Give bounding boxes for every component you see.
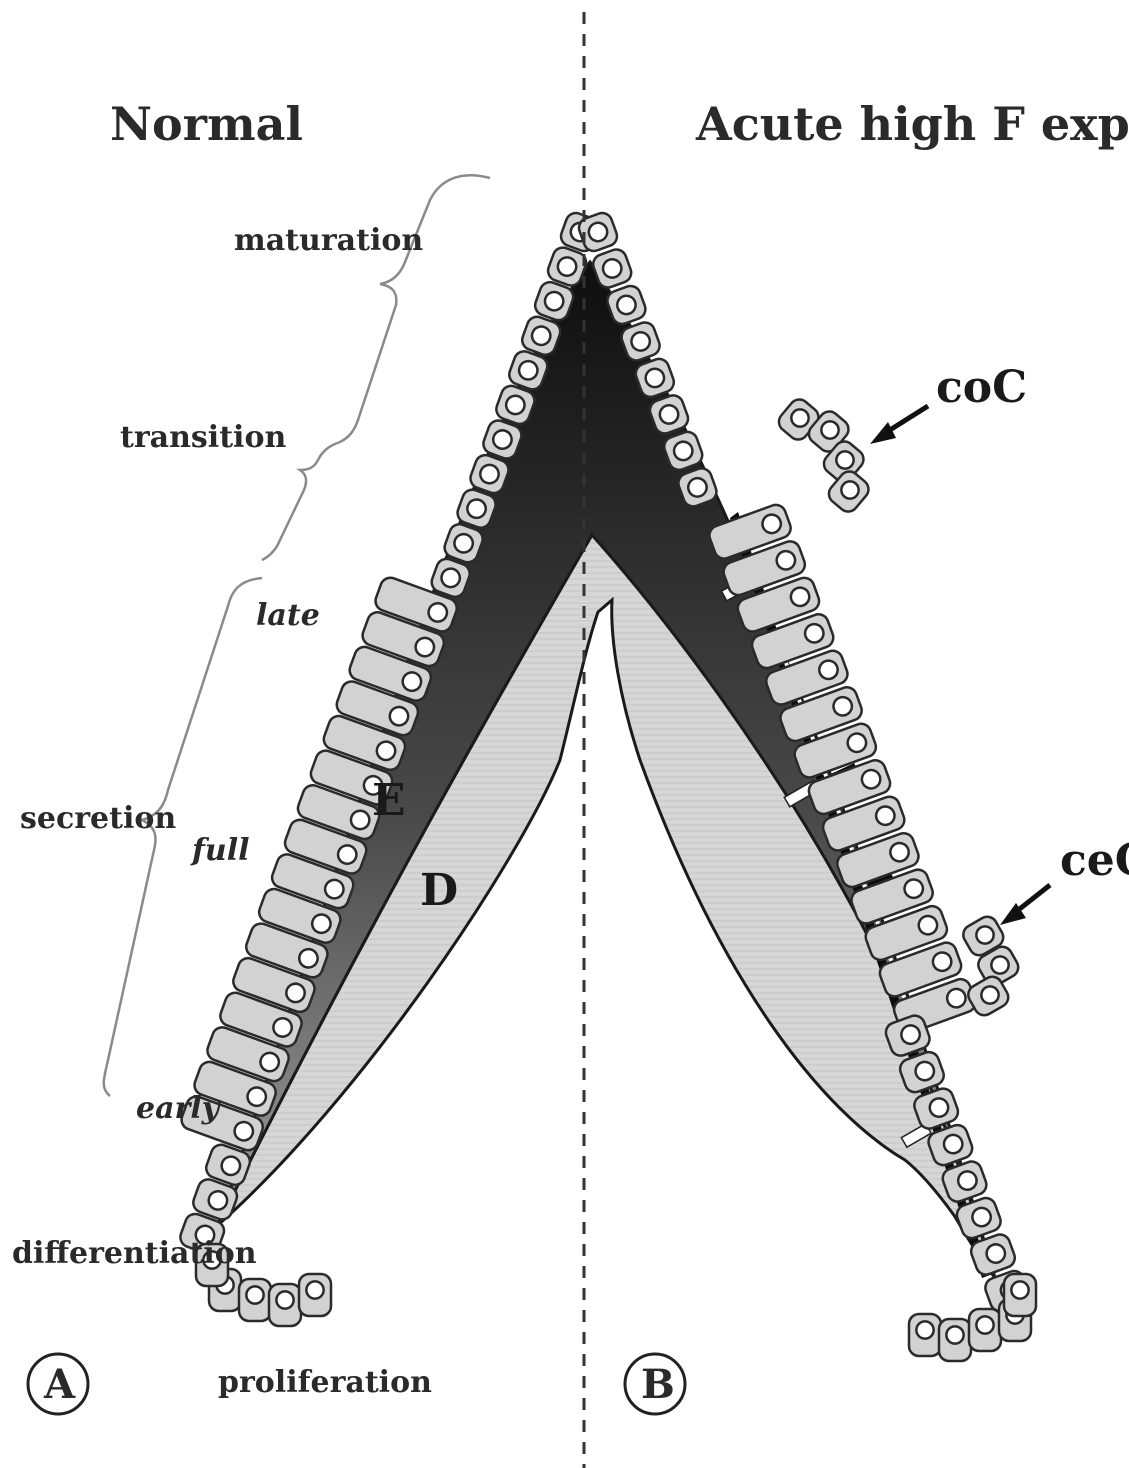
arrow-coc bbox=[870, 406, 928, 444]
title-acute: Acute high F exposure bbox=[695, 97, 1129, 151]
arrow-cec bbox=[1000, 885, 1050, 925]
label-full: full bbox=[190, 833, 250, 868]
label-maturation: maturation bbox=[234, 223, 423, 258]
label-dentin: D bbox=[420, 865, 458, 916]
label-late: late bbox=[256, 598, 320, 633]
epithelial-cell bbox=[909, 1314, 941, 1356]
label-panel-a: A bbox=[43, 1361, 76, 1408]
brace-transition bbox=[262, 442, 340, 560]
title-normal: Normal bbox=[110, 97, 303, 151]
epithelial-cell bbox=[299, 1274, 331, 1316]
label-differentiation: differentiation bbox=[12, 1236, 257, 1271]
epithelial-cell bbox=[239, 1279, 271, 1321]
epithelial-cell bbox=[969, 1309, 1001, 1351]
epithelial-cell bbox=[269, 1284, 301, 1326]
label-secretion: secretion bbox=[20, 801, 176, 836]
label-panel-b: B bbox=[641, 1361, 675, 1408]
label-proliferation: proliferation bbox=[218, 1365, 432, 1400]
label-cec: ceC bbox=[1060, 835, 1129, 886]
epithelial-cell bbox=[1004, 1274, 1036, 1316]
epithelial-cell bbox=[939, 1319, 971, 1361]
brace-maturation bbox=[340, 175, 490, 442]
label-coc: coC bbox=[936, 362, 1027, 413]
label-enamel: E bbox=[372, 775, 406, 826]
label-transition: transition bbox=[120, 420, 286, 455]
label-early: early bbox=[136, 1091, 222, 1126]
